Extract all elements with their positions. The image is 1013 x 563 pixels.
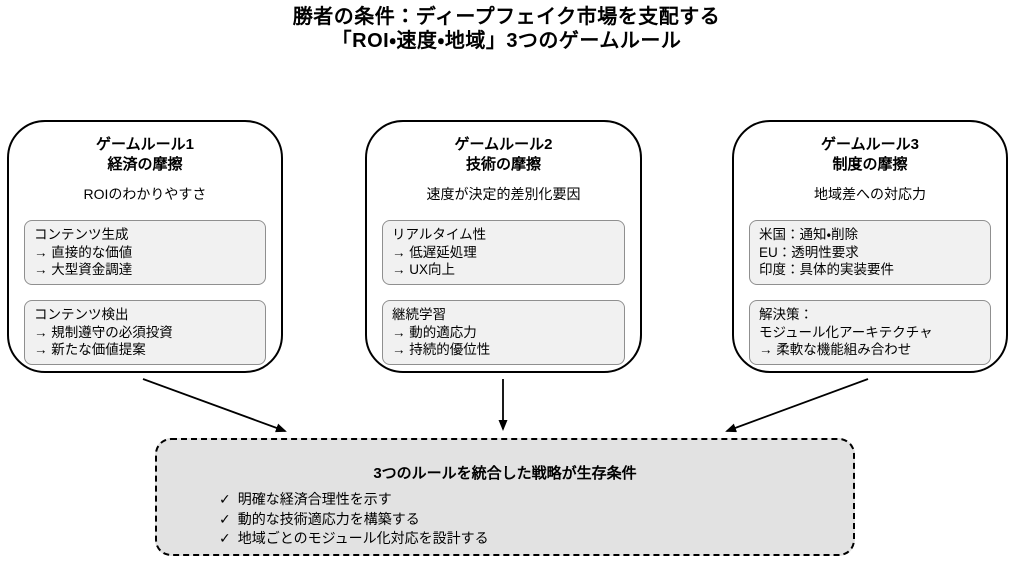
text-line: 米国：通知・削除 bbox=[759, 227, 859, 242]
page-title-line-1: 勝者の条件：ディープフェイク市場を支配する bbox=[292, 6, 721, 28]
text-line: EU：透明性要求 bbox=[759, 244, 859, 260]
text-line: → 低遅延処理 bbox=[392, 244, 477, 260]
card-rule1: ゲームルール1 経済の摩擦 ROIのわかりやすさ コンテンツ生成 → 直接的な価… bbox=[7, 120, 283, 373]
card-rule1-heading: ゲームルール1 経済の摩擦 bbox=[9, 135, 281, 175]
text-line: → 大型資金調達 bbox=[34, 262, 133, 277]
text-line: → 新たな価値提案 bbox=[34, 342, 146, 357]
conclusion-box: 3つのルールを統合した戦略が生存条件 ✓ 明確な経済合理性を示す ✓ 動的な技術適応… bbox=[155, 438, 855, 556]
text-line: 解決策： bbox=[759, 307, 813, 322]
text-line: 継続学習 bbox=[392, 307, 446, 322]
text-line: 印度：具体的実装要件 bbox=[759, 262, 894, 277]
card-rule1-subtitle: ROIのわかりやすさ bbox=[83, 186, 207, 202]
check-icon: ✓ bbox=[219, 491, 231, 507]
text-line: → 動的適応力 bbox=[392, 324, 477, 340]
check-item: ✓ 明確な経済合理性を示す bbox=[219, 490, 489, 510]
check-icon: ✓ bbox=[219, 510, 231, 527]
text-line: モジュール化アーキテクチャ bbox=[759, 324, 933, 340]
text-line: コンテンツ生成 bbox=[34, 227, 129, 242]
card-rule3-subtitle: 地域差への対応力 bbox=[814, 186, 926, 202]
conclusion-title: 3つのルールを統合した戦略が生存条件 bbox=[373, 465, 637, 482]
card-rule3-box2: 解決策： モジュール化アーキテクチャ → 柔軟な機能組み合わせ bbox=[749, 300, 991, 365]
page-title-line-2: 「ROI・速度・地域」3つのゲームルール bbox=[331, 30, 682, 52]
text-line: → 直接的な価値 bbox=[34, 244, 133, 260]
card-rule3-heading: ゲームルール3 制度の摩擦 bbox=[734, 135, 1006, 175]
card-rule2: ゲームルール2 技術の摩擦 速度が決定的差別化要因 リアルタイム性 → 低遅延処… bbox=[365, 120, 642, 373]
card-rule2-heading: ゲームルール2 技術の摩擦 bbox=[367, 135, 640, 175]
check-icon: ✓ bbox=[219, 530, 231, 546]
check-item-label: 地域ごとのモジュール化対応を設計する bbox=[237, 530, 489, 546]
text-line: → 柔軟な機能組み合わせ bbox=[759, 342, 912, 357]
card-rule3: ゲームルール3 制度の摩擦 地域差への対応力 米国：通知・削除 EU：透明性要求… bbox=[732, 120, 1008, 373]
check-item: ✓ 動的な技術適応力を構築する bbox=[219, 510, 489, 530]
card-rule3-box1: 米国：通知・削除 EU：透明性要求 印度：具体的実装要件 bbox=[749, 220, 991, 285]
check-item-label: 動的な技術適応力を構築する bbox=[237, 510, 420, 527]
card-rule2-box2: 継続学習 → 動的適応力 → 持続的優位性 bbox=[382, 300, 625, 365]
arrow-rule1-to-conclusion bbox=[142, 378, 287, 433]
conclusion-checklist: ✓ 明確な経済合理性を示す ✓ 動的な技術適応力を構築する ✓ 地域ごとのモジュール化… bbox=[219, 490, 489, 549]
card-rule3-subject: 制度の摩擦 bbox=[832, 156, 908, 173]
card-rule2-box1: リアルタイム性 → 低遅延処理 → UX向上 bbox=[382, 220, 625, 285]
card-rule1-title: ゲームルール1 bbox=[96, 136, 194, 153]
card-rule2-title: ゲームルール2 bbox=[454, 136, 553, 153]
arrow-rule3-to-conclusion bbox=[725, 378, 869, 433]
card-rule1-subject: 経済の摩擦 bbox=[107, 156, 183, 173]
text-line: → UX向上 bbox=[392, 262, 456, 277]
text-line: リアルタイム性 bbox=[392, 227, 487, 242]
card-rule1-box2: コンテンツ検出 → 規制遵守の必須投資 → 新たな価値提案 bbox=[24, 300, 266, 365]
page-title: 勝者の条件：ディープフェイク市場を支配する 「ROI・速度・地域」3つのゲームル… bbox=[0, 5, 1013, 53]
check-item: ✓ 地域ごとのモジュール化対応を設計する bbox=[219, 529, 489, 549]
card-rule1-box1: コンテンツ生成 → 直接的な価値 → 大型資金調達 bbox=[24, 220, 266, 285]
card-rule3-title: ゲームルール3 bbox=[821, 136, 919, 153]
text-line: → 持続的優位性 bbox=[392, 342, 491, 357]
card-rule2-subject: 技術の摩擦 bbox=[465, 156, 541, 173]
text-line: コンテンツ検出 bbox=[34, 307, 129, 322]
text-line: → 規制遵守の必須投資 bbox=[34, 324, 173, 340]
check-item-label: 明確な経済合理性を示す bbox=[237, 491, 392, 507]
card-rule2-subtitle: 速度が決定的差別化要因 bbox=[426, 186, 581, 202]
